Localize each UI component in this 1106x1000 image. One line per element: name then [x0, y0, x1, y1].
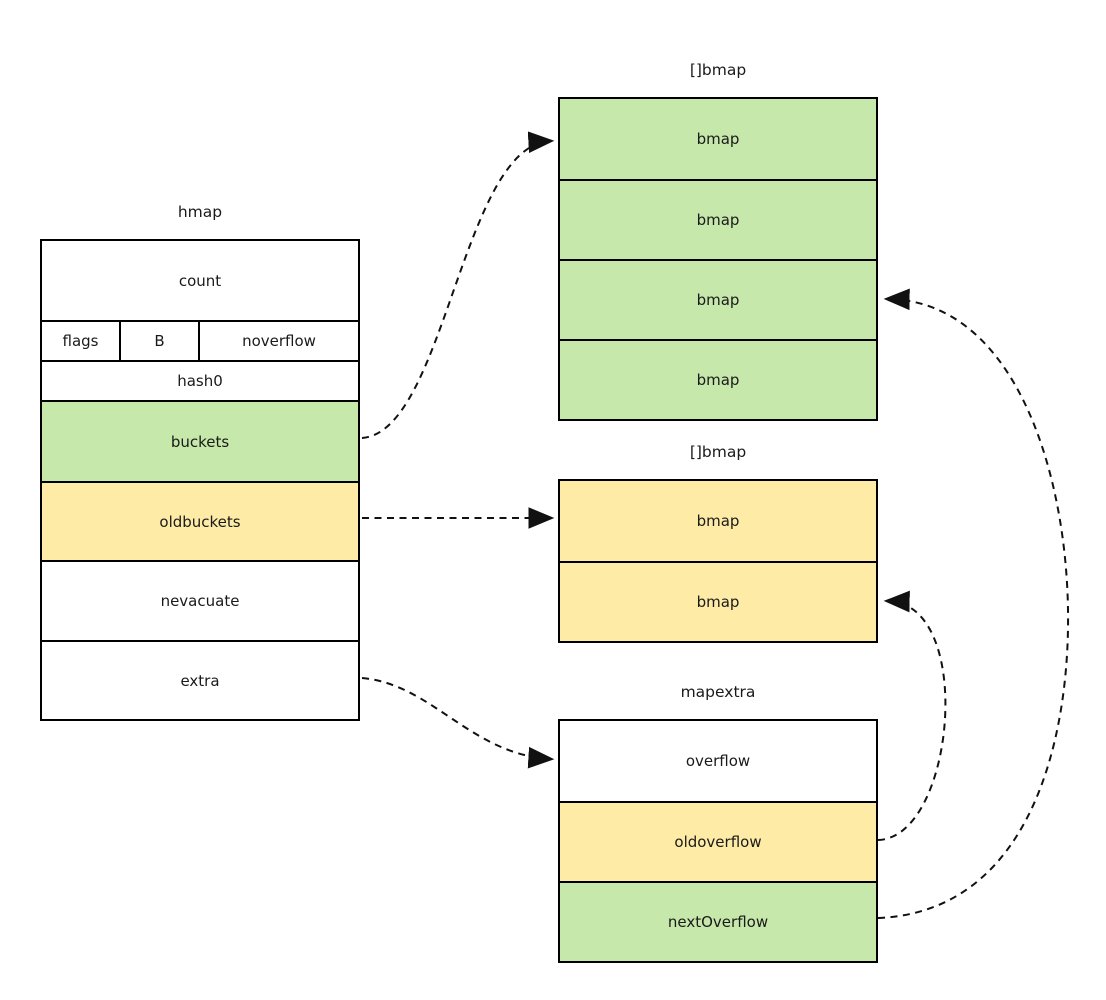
buckets-array-item-0: bmap [560, 99, 876, 179]
mapextra-field-nextoverflow: nextOverflow [560, 881, 876, 961]
mapextra-table: overflow oldoverflow nextOverflow [558, 719, 878, 963]
hmap-field-buckets: buckets [42, 400, 358, 481]
buckets-array-item-3: bmap [560, 339, 876, 419]
buckets-array-item-1: bmap [560, 179, 876, 259]
mapextra-field-overflow: overflow [560, 721, 876, 801]
hmap-title: hmap [177, 203, 223, 221]
hmap-field-flags: flags [62, 332, 99, 350]
arrow-buckets-to-bmap-array [361, 131, 555, 439]
arrow-extra-to-mapextra [361, 677, 555, 769]
arrow-oldoverflow-to-old-bmap [877, 590, 947, 841]
hmap-field-extra: extra [42, 640, 358, 719]
hmap-field-oldbuckets: oldbuckets [42, 481, 358, 560]
hmap-field-flags-b-noverflow: flags B noverflow [42, 320, 358, 360]
hmap-table: count flags B noverflow hash0 buckets ol… [40, 239, 360, 721]
hmap-field-nevacuate: nevacuate [42, 560, 358, 640]
oldbuckets-array-item-1: bmap [560, 561, 876, 641]
oldbuckets-array-table: bmap bmap [558, 479, 878, 643]
mapextra-title: mapextra [680, 683, 756, 701]
oldbuckets-array-title: []bmap [689, 443, 747, 461]
hmap-field-hash0: hash0 [42, 360, 358, 400]
oldbuckets-array-item-0: bmap [560, 481, 876, 561]
buckets-array-title: []bmap [689, 61, 747, 79]
hmap-field-b: B [119, 322, 200, 360]
hmap-field-count: count [42, 241, 358, 320]
buckets-array-table: bmap bmap bmap bmap [558, 97, 878, 421]
buckets-array-item-2: bmap [560, 259, 876, 339]
hmap-field-noverflow: noverflow [242, 332, 316, 350]
mapextra-field-oldoverflow: oldoverflow [560, 801, 876, 881]
arrow-nextoverflow-to-bmap [877, 288, 1070, 919]
